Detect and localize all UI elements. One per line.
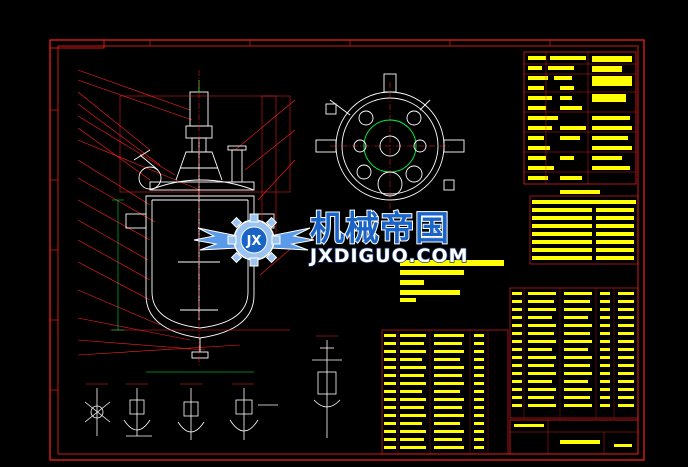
- title-block: [509, 419, 639, 455]
- watermark-subtitle: JXDIGUO.COM: [308, 245, 469, 267]
- notes-block: [400, 260, 504, 302]
- balloon-leaders-left: [77, 69, 241, 356]
- dimension-lines: [112, 199, 254, 373]
- detail-views: [84, 340, 342, 440]
- inner-shell: [151, 200, 249, 329]
- wing-icon: [269, 227, 315, 251]
- jacket: [145, 195, 255, 339]
- zone-ticks-left: [50, 109, 58, 391]
- zone-ticks-top: [149, 40, 551, 46]
- watermark-badge: JX: [246, 234, 262, 249]
- parts-list-right: [509, 287, 639, 419]
- detail-callouts: [86, 335, 338, 385]
- gear-logo-icon: JX: [227, 213, 281, 267]
- vessel-plan-view: [315, 73, 465, 210]
- watermark-title: 机械帝国: [310, 209, 450, 249]
- corner-tag: [49, 39, 105, 49]
- watermark: JX 机械帝国 JXDIGUO.COM: [193, 208, 469, 268]
- nozzle-table: [529, 190, 639, 265]
- vessel-elevation: [110, 70, 291, 365]
- wing-icon: [193, 227, 239, 251]
- technical-requirements-table: [523, 51, 637, 185]
- balloon-leaders-right: [234, 99, 296, 276]
- parts-list-left: [381, 329, 509, 455]
